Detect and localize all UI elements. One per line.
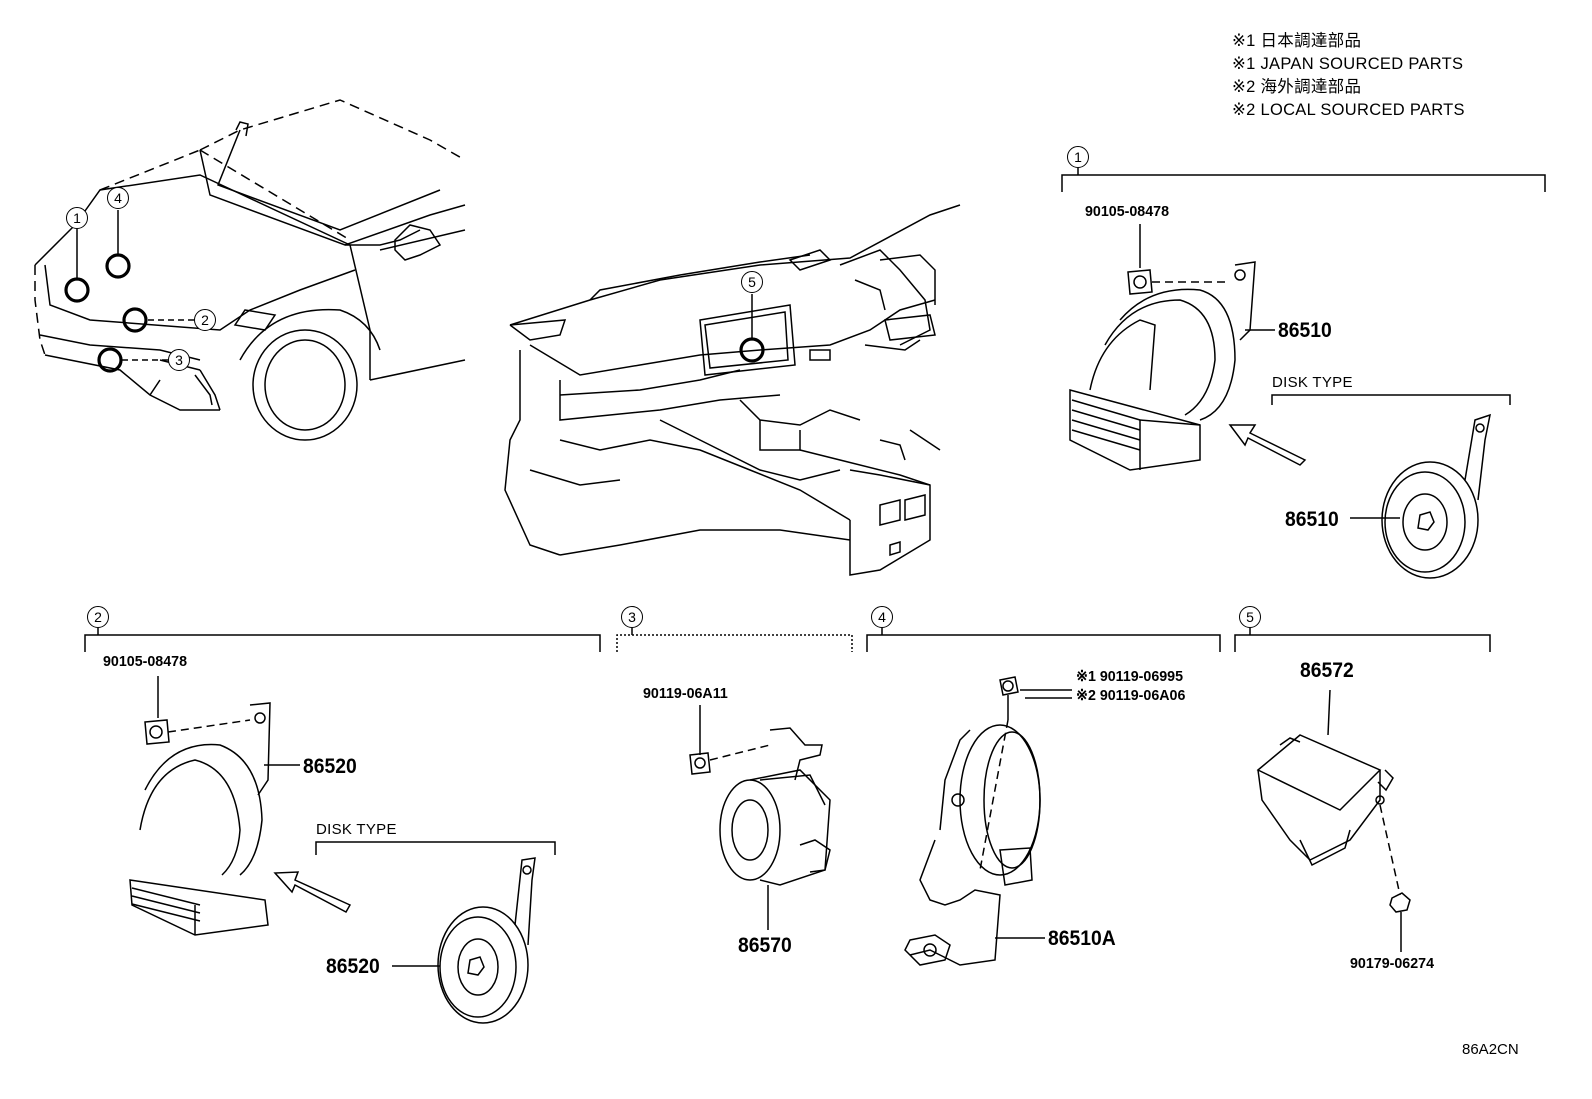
group4-bracket xyxy=(866,628,1221,652)
group2-arrow xyxy=(273,871,352,914)
group4-bolt2-part-number: ※2 90119-06A06 xyxy=(1076,687,1186,704)
group3-part-number: 86570 xyxy=(738,934,792,957)
group4-part-art xyxy=(904,676,1072,966)
car-callout-2: 2 xyxy=(194,309,216,331)
legend-line-4: ※2 LOCAL SOURCED PARTS xyxy=(1232,101,1465,119)
group2-callout: 2 xyxy=(87,606,109,628)
group3-bracket xyxy=(616,628,853,652)
group2-disk-bracket xyxy=(315,841,556,855)
group2-horn-art xyxy=(129,676,300,936)
group1-callout: 1 xyxy=(1067,146,1089,168)
group2-bracket xyxy=(84,628,601,652)
group2-bolt-part-number: 90105-08478 xyxy=(103,653,188,670)
group1-bolt-part-number: 90105-08478 xyxy=(1085,203,1170,220)
car-callout-leaders xyxy=(76,210,195,361)
group5-part-number: 86572 xyxy=(1300,659,1354,682)
drawing-id: 86A2CN xyxy=(1462,1041,1519,1058)
dash-callout-5: 5 xyxy=(741,271,763,293)
group1-disk-bracket xyxy=(1271,394,1511,405)
group1-disk-horn-part-number: 86510 xyxy=(1285,508,1339,531)
group1-arrow xyxy=(1228,424,1307,466)
group5-part-art xyxy=(1256,689,1411,952)
car-front-illustration xyxy=(34,99,466,441)
group4-callout: 4 xyxy=(871,606,893,628)
group2-disk-horn-art xyxy=(392,857,536,1024)
legend-line-3: ※2 海外調達部品 xyxy=(1232,78,1362,96)
group4-part-number: 86510A xyxy=(1048,927,1116,950)
car-callout-4: 4 xyxy=(107,187,129,209)
legend-line-1: ※1 日本調達部品 xyxy=(1232,32,1362,50)
group3-bolt-part-number: 90119-06A11 xyxy=(643,685,728,702)
car-mount-markers xyxy=(64,253,148,373)
group1-bracket xyxy=(1061,168,1546,192)
group1-disk-horn-art xyxy=(1350,413,1491,579)
group2-horn-part-number: 86520 xyxy=(303,755,357,778)
group1-horn-part-number: 86510 xyxy=(1278,319,1332,342)
group2-disk-horn-part-number: 86520 xyxy=(326,955,380,978)
group3-callout: 3 xyxy=(621,606,643,628)
group5-bracket xyxy=(1234,628,1491,652)
group4-bolt1-part-number: ※1 90119-06995 xyxy=(1076,668,1184,685)
group3-part-art xyxy=(689,705,831,930)
car-callout-3: 3 xyxy=(168,349,190,371)
legend-line-2: ※1 JAPAN SOURCED PARTS xyxy=(1232,55,1464,73)
sourcing-legend: ※1 日本調達部品 ※1 JAPAN SOURCED PARTS ※2 海外調達… xyxy=(1232,30,1465,122)
car-callout-1: 1 xyxy=(66,207,88,229)
dashboard-illustration xyxy=(504,204,961,576)
group1-horn-art xyxy=(1069,224,1275,471)
group5-callout: 5 xyxy=(1239,606,1261,628)
group1-disk-type-caption: DISK TYPE xyxy=(1272,374,1353,391)
dash-mount-marker xyxy=(739,337,765,363)
group5-nut-part-number: 90179-06274 xyxy=(1350,955,1435,972)
group2-disk-type-caption: DISK TYPE xyxy=(316,821,397,838)
